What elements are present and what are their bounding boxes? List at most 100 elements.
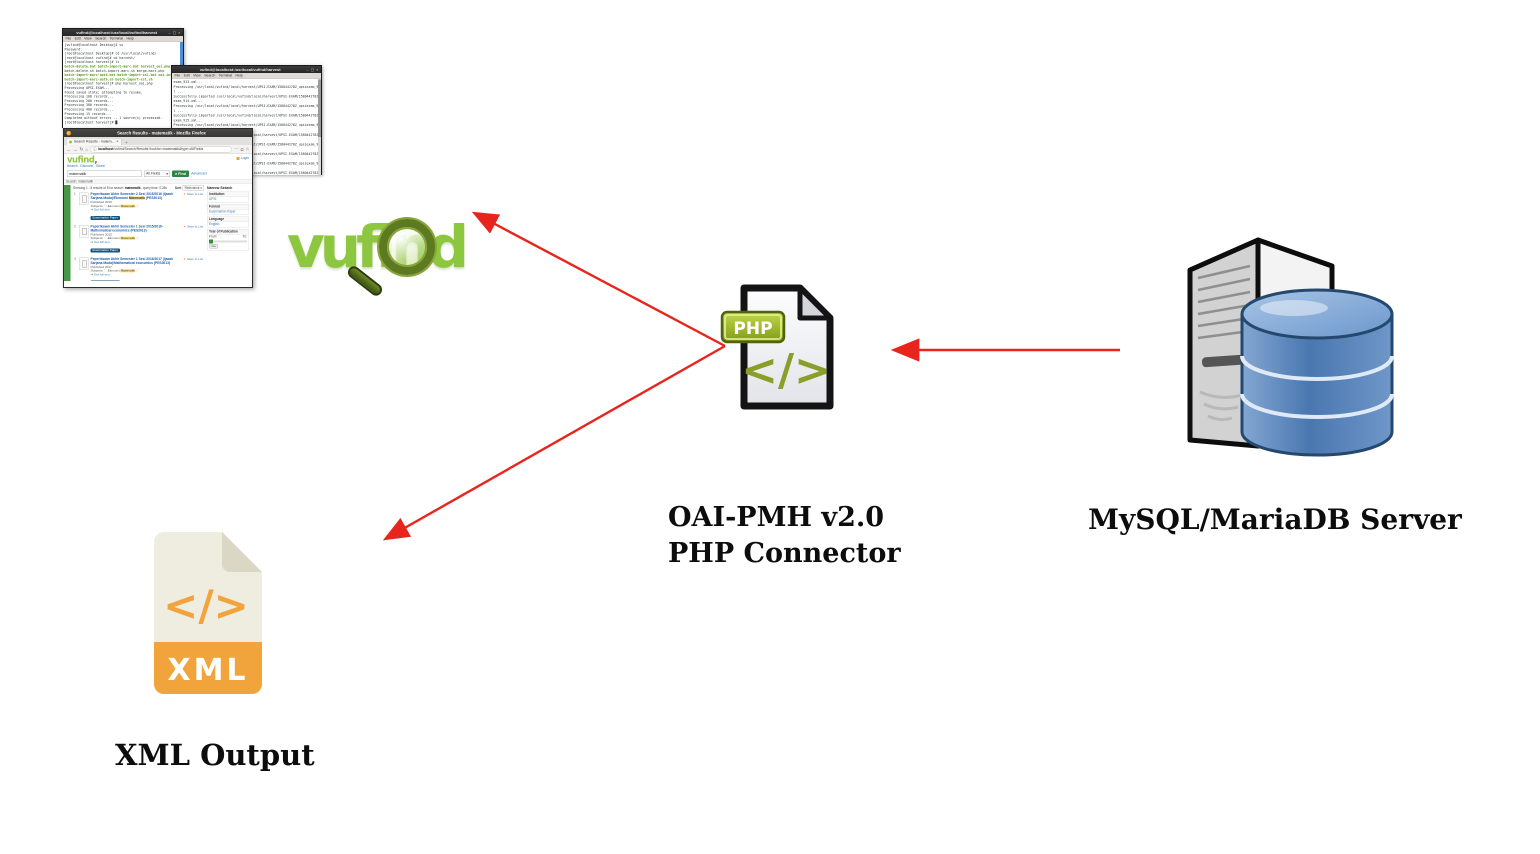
terminal2-menu-item[interactable]: View	[193, 74, 201, 78]
result-thumbnail[interactable]	[79, 224, 89, 238]
terminal2-titlebar[interactable]: vufind@localhost:/usr/local/vufind/harve…	[172, 66, 321, 73]
xml-band	[154, 642, 262, 694]
terminal2-menu-item[interactable]: Edit	[183, 74, 190, 78]
tab-close-icon[interactable]: ×	[116, 140, 119, 144]
save-to-list-link[interactable]: Save to List	[183, 225, 203, 233]
site-info-icon[interactable]: ⓘ	[92, 147, 97, 152]
terminal1-menu-item[interactable]: View	[84, 37, 92, 41]
chevron-down-icon: ▾	[166, 172, 168, 176]
result-number: 1	[74, 192, 76, 197]
address-bar[interactable]: ⓘ localhost/vufind/Search/Results?lookfo…	[89, 146, 233, 153]
terminal-output-line: [root@localhost harvest]# ls	[64, 60, 120, 65]
vufind-logo: vufind	[287, 213, 482, 303]
facet-section-year: Year of Publication From: To: Go	[207, 229, 249, 251]
terminal-output-line: batch-delete.bat batch-import-marc.bat h…	[64, 64, 171, 69]
facet-section: Language English	[207, 216, 249, 228]
page-green-strip	[64, 185, 71, 281]
terminal1-menu-item[interactable]: Edit	[74, 37, 81, 41]
database-server-icon	[1180, 228, 1395, 465]
sort-label: Sort	[174, 186, 182, 190]
terminal2-menu-item[interactable]: Search	[204, 74, 216, 78]
facet-link[interactable]: Examination Paper	[209, 210, 236, 214]
terminal2-menu-item[interactable]: File	[174, 74, 181, 78]
vufind-nav-link[interactable]: Share	[95, 164, 106, 169]
terminal1-titlebar[interactable]: vufind@localhost:/usr/local/vufind/harve…	[63, 29, 183, 36]
facet-section: Format Examination Paper	[207, 204, 249, 215]
firefox-icon	[66, 130, 71, 136]
search-input[interactable]: matematik	[67, 170, 142, 177]
result-title-link[interactable]: Peperiksaan Akhir Semester 2 Sesi 2015/2…	[90, 192, 174, 200]
terminal1-menu-item[interactable]: Search	[95, 37, 107, 41]
browser-tab[interactable]: Search Results - matem... ×	[66, 138, 122, 145]
terminal-window-2: vufind@localhost:/usr/local/vufind/harve…	[171, 65, 322, 175]
search-field-select[interactable]: All Fields▾	[144, 170, 170, 177]
terminal2-scrollbar[interactable]	[318, 79, 321, 175]
get-full-text-link[interactable]: Get full text	[91, 273, 204, 277]
php-badge-label: PHP	[733, 319, 772, 339]
facet-header: Format	[207, 204, 249, 210]
terminal-output-line: Processing 200 records...	[64, 98, 114, 103]
vufind-nav-link[interactable]: Discover	[80, 164, 94, 169]
result-item: 3 Peperiksaan Akhir Semester 1 Sesi 2016…	[73, 255, 204, 281]
xml-code-glyph: </>	[163, 581, 249, 630]
page-actions-icon[interactable]: ⋯	[234, 146, 239, 152]
result-title-link[interactable]: Peperiksaan Akhir Semester 1 Sesi 2015/2…	[90, 224, 163, 233]
sort-select[interactable]: Relevance ▾	[182, 185, 204, 191]
save-to-list-link[interactable]: Save to List	[183, 257, 203, 265]
result-title-link[interactable]: Peperiksaan Akhir Semester 1 Sesi 2016/2…	[90, 257, 174, 265]
year-go-button[interactable]: Go	[209, 244, 219, 249]
save-to-list-link[interactable]: Save to List	[183, 193, 203, 201]
advanced-search-link[interactable]: Advanced	[191, 172, 207, 176]
search-breadcrumb: Search: matematik	[64, 179, 252, 184]
get-full-text-link[interactable]: Get full text	[91, 240, 204, 244]
year-range-slider[interactable]	[209, 239, 247, 244]
home-icon[interactable]: ⌂	[85, 146, 88, 152]
slider-knob[interactable]	[209, 239, 213, 244]
login-icon	[236, 156, 240, 160]
terminal1-menu-item[interactable]: File	[65, 37, 72, 41]
terminal1-window-controls[interactable]: – ◻ ×	[168, 30, 181, 35]
find-button[interactable]: ⌕ Find	[172, 170, 190, 177]
forward-icon[interactable]: →	[73, 146, 78, 152]
facet-link[interactable]: English	[209, 222, 220, 227]
php-badge	[720, 310, 786, 344]
terminal2-menu-item[interactable]: Terminal	[218, 74, 233, 78]
vufind-page-logo[interactable]: vufind,	[67, 155, 98, 165]
format-badge: Examination Paper	[90, 215, 120, 220]
terminal-output-line: exam_913.xml...	[173, 80, 203, 84]
new-tab-button[interactable]: +	[125, 140, 128, 145]
back-icon[interactable]: ←	[66, 146, 72, 152]
facet-section: Institution UPSI	[207, 191, 249, 203]
terminal-output-line: Processing /usr/local/vufind/local/harve…	[173, 103, 322, 108]
facet-link[interactable]: UPSI	[209, 197, 217, 202]
server-drive-slot	[1201, 354, 1245, 368]
reload-icon[interactable]: ↻	[79, 146, 84, 152]
shield-icon[interactable]: ◘	[240, 146, 244, 152]
magnifier-lens-icon	[379, 219, 435, 275]
result-thumbnail[interactable]	[79, 192, 89, 205]
terminal-output-line: Processing 100 records...	[64, 94, 114, 99]
terminal1-menu-item[interactable]: Help	[126, 37, 134, 41]
xml-folded-corner	[222, 532, 262, 572]
terminal2-window-controls[interactable]: – ◻ ×	[306, 67, 319, 72]
xml-file-icon: </> XML	[148, 530, 268, 699]
terminal-output-line: Processing UPSI-EXAM...	[64, 85, 110, 90]
login-link[interactable]: Login	[236, 156, 249, 160]
format-badge: Examination Paper	[90, 248, 120, 253]
xml-output-label: XML Output	[115, 738, 315, 772]
vufind-nav-link[interactable]: Search	[67, 164, 78, 169]
browser-titlebar[interactable]: Search Results - matematik - Mozilla Fir…	[64, 129, 252, 137]
get-full-text-link[interactable]: Get full text	[91, 208, 204, 212]
bookmark-star-icon[interactable]: ☆	[245, 146, 250, 152]
php-code-glyph: </>	[741, 345, 831, 396]
terminal-output-line: [root@localhost Desktop]# cd /usr/local/…	[64, 51, 157, 56]
terminal-output-line: Processing 15 records...	[64, 111, 112, 116]
result-thumbnail[interactable]	[79, 257, 89, 270]
terminal2-menu-item[interactable]: Help	[235, 74, 243, 78]
result-subjects: Subjects: “...Ekonomi Matematik...”	[90, 269, 139, 273]
result-subjects: Subjects: “...Ekonomi Matematik...”	[90, 204, 139, 208]
terminal1-menu-item[interactable]: Terminal	[109, 37, 124, 41]
